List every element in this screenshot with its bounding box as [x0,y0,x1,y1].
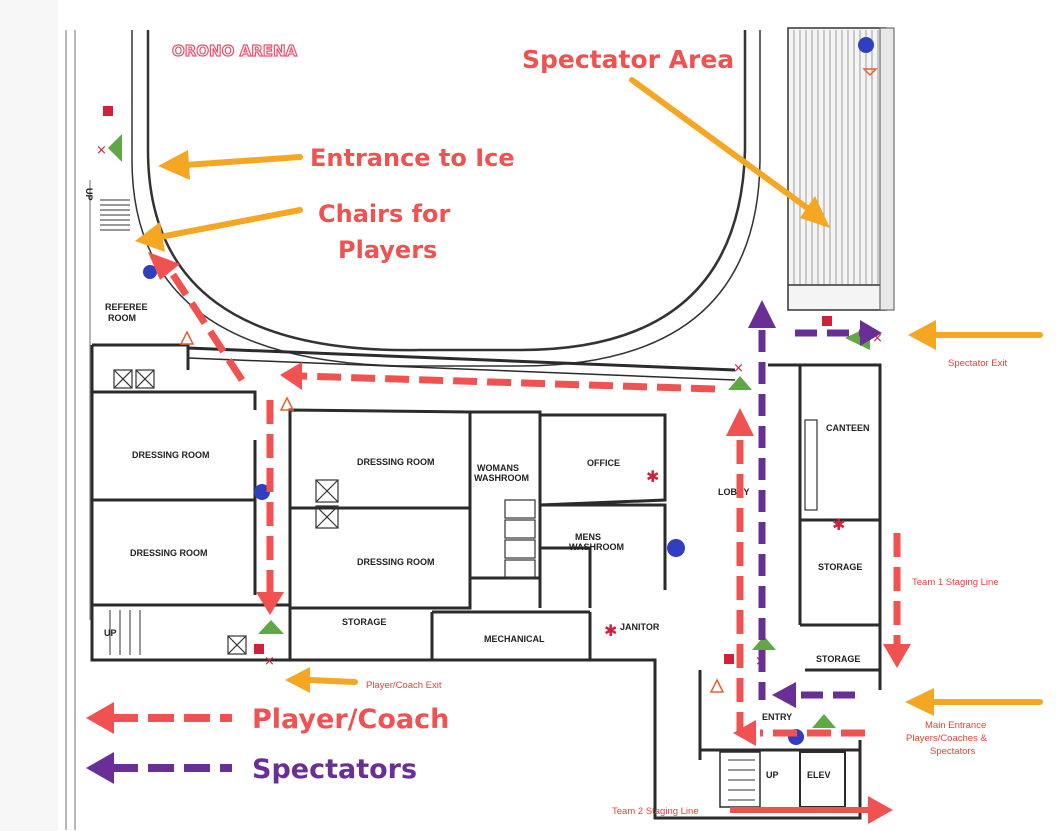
pull-station-icon [254,644,264,654]
first-aid-icon [812,714,836,728]
label-entrance-to-ice: Entrance to Ice [310,144,515,172]
player-route-arrowhead [726,408,754,436]
first-aid-icon [752,636,776,650]
legend-player-label: Player/Coach [252,704,449,735]
spectator-route-arrowhead [748,300,776,328]
stairs-up-3: UP [84,188,94,201]
room-entry: ENTRY [762,712,792,722]
player-route-arrowhead [280,362,302,390]
first-aid-icon [728,376,752,390]
fire-extinguisher-icon [667,539,685,557]
legend-spectator-label: Spectators [252,754,417,785]
legend-player-arrowhead [86,702,114,734]
fire-extinguisher-icon [254,484,270,500]
arena-title: ORONO ARENA [172,42,298,60]
building-walls [90,343,882,820]
player-route-arrowhead [733,720,756,746]
pull-station-icon [103,106,113,116]
room-storage-2: STORAGE [818,562,862,572]
emergency-x-icon: × [96,143,107,158]
emergency-x-icon: × [264,654,275,669]
room-womens-2: WASHROOM [474,473,529,483]
label-chairs-line2: Players [338,236,437,264]
label-team2-staging: Team 2 Staging Line [612,806,699,817]
room-storage-3: STORAGE [816,654,860,664]
room-office: OFFICE [587,458,620,468]
spectator-bleachers [787,27,895,311]
room-dressing-3: DRESSING ROOM [357,457,435,467]
player-route-arrowhead [148,252,180,280]
label-player-coach-exit: Player/Coach Exit [366,680,442,691]
fire-extinguisher-icon [143,265,157,279]
label-main-entrance-1: Main Entrance [925,720,986,731]
alarm-asterisk-icon: ✱ [646,467,659,486]
exit-marker-icon [862,68,878,77]
room-mechanical: MECHANICAL [484,634,545,644]
left-boundary-lines [65,30,91,830]
spectator-route [758,329,865,700]
first-aid-icon [258,620,284,634]
player-route-arrowhead [883,644,911,668]
pull-station-icon [724,654,734,664]
room-storage-1: STORAGE [342,617,386,627]
first-aid-icon [108,134,122,162]
room-dressing-1: DRESSING ROOM [132,450,210,460]
room-mens: MENS [575,532,601,542]
exit-marker-icon [279,396,295,411]
emergency-x-icon: × [733,361,744,376]
room-referee: REFEREE [105,302,148,312]
label-spectator-exit: Spectator Exit [948,358,1007,369]
exit-marker-icon [709,678,725,693]
label-spectator-area: Spectator Area [522,45,734,74]
room-dressing-4: DRESSING ROOM [357,557,435,567]
room-canteen: CANTEEN [826,423,870,433]
pull-station-icon [822,316,832,326]
scan-margin [0,0,58,831]
alarm-asterisk-icon: ✱ [604,621,617,640]
legend-spectator-arrowhead [86,752,114,784]
stairs-up-2: UP [766,770,779,780]
fire-extinguisher-icon [858,37,874,53]
pointer-arrows [157,77,1043,705]
stairs-hatching [100,199,755,801]
player-coach-route [167,268,901,737]
room-lobby: LOBBY [718,487,750,497]
legend: Player/Coach Spectators [86,702,449,785]
exit-marker-icon [179,330,195,345]
spectator-route-arrowhead [772,682,796,708]
team2-staging-arrowhead [868,796,893,824]
room-mens-2: WASHROOM [569,542,624,552]
room-womens: WOMANS [477,463,519,473]
stairs-up-1: UP [104,628,117,638]
locker-boxes [113,369,818,655]
label-team1-staging: Team 1 Staging Line [912,577,999,588]
spectator-route-arrowhead [860,320,882,346]
room-elev: ELEV [807,770,831,780]
room-dressing-2: DRESSING ROOM [130,548,208,558]
room-referee-2: ROOM [108,313,136,323]
label-main-entrance-3: Spectators [930,746,976,757]
player-route-arrowhead [256,592,284,615]
alarm-asterisk-icon: ✱ [832,515,845,534]
label-chairs-line1: Chairs for [318,200,451,228]
label-main-entrance-2: Players/Coaches & [906,733,987,744]
emergency-x-icon: × [872,331,883,346]
pointer-arrowheads [135,150,936,716]
room-janitor: JANITOR [620,622,660,632]
room-labels: REFEREE ROOM DRESSING ROOM DRESSING ROOM… [84,188,870,780]
